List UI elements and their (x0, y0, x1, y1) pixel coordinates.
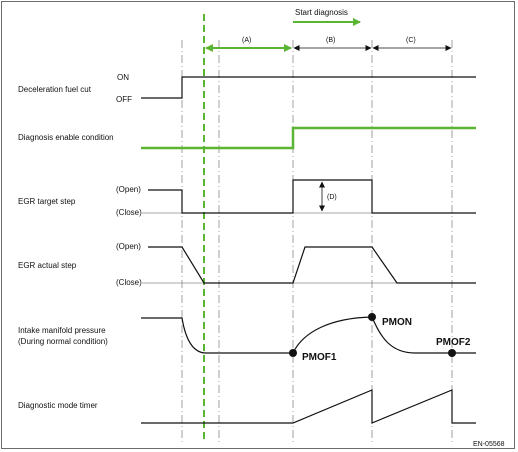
intake-pressure-signal (141, 316, 476, 354)
timer-signal (141, 389, 476, 424)
figure-code: EN-05568 (473, 441, 505, 448)
intake-pressure-title: Intake manifold pressure (18, 326, 106, 335)
decel-fuel-cut-signal (141, 76, 476, 99)
egr-actual-signal (148, 246, 476, 284)
egr-target-open-label: (Open) (116, 185, 141, 194)
egr-target-signal (148, 179, 476, 214)
pmof2-point (448, 349, 456, 357)
phase-b-label: (B) (326, 37, 335, 44)
phase-c-label: (C) (406, 37, 416, 44)
diag-enable-signal (141, 126, 476, 150)
phase-a-label: (A) (242, 37, 251, 44)
egr-actual-open-label: (Open) (116, 242, 141, 251)
egr-target-close-label: (Close) (116, 208, 142, 217)
pmon-point (368, 313, 376, 321)
diag-enable-title: Diagnosis enable condition (18, 133, 114, 142)
pmon-label: PMON (382, 317, 412, 328)
decel-fuel-cut-on-label: ON (117, 73, 129, 82)
egr-target-d-label: (D) (327, 194, 337, 201)
intake-pressure-subtitle: (During normal condition) (18, 337, 108, 346)
decel-fuel-cut-title: Deceleration fuel cut (18, 85, 92, 94)
egr-target-title: EGR target step (18, 197, 76, 206)
pmof1-label: PMOF1 (302, 352, 337, 363)
decel-fuel-cut-off-label: OFF (116, 95, 132, 104)
start-diagnosis-label: Start diagnosis (295, 8, 348, 17)
egr-actual-close-label: (Close) (116, 278, 142, 287)
pmof2-label: PMOF2 (436, 337, 471, 348)
timer-title: Diagnostic mode timer (18, 401, 98, 410)
pmof1-point (289, 349, 297, 357)
egr-actual-title: EGR actual step (18, 261, 77, 270)
